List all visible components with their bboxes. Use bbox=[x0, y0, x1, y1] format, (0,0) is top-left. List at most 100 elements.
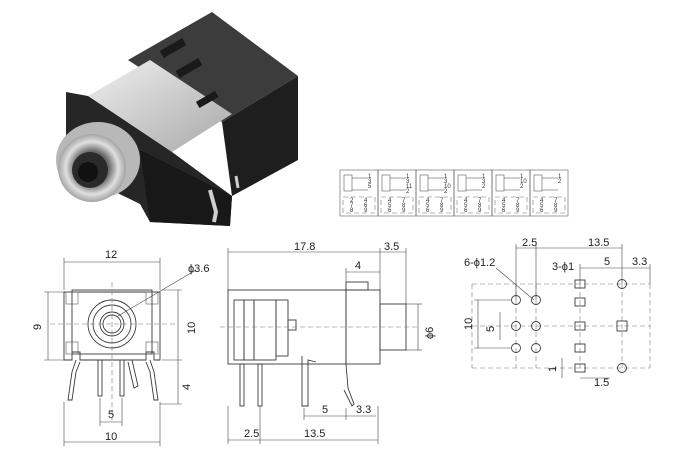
side-nose-label: 3.5 bbox=[384, 241, 399, 253]
side-base-span-label: 13.5 bbox=[304, 428, 325, 440]
schematic-pin-label: 9 bbox=[364, 208, 368, 214]
schematic-pin-label: 1 bbox=[482, 174, 486, 180]
pcb-y-small-label: 1 bbox=[547, 366, 559, 372]
front-height-right-label: 10 bbox=[186, 322, 198, 334]
pcb-y-mid-label: 5 bbox=[485, 326, 497, 332]
pcb-round-hole bbox=[511, 321, 521, 331]
side-base-left-label: 2.5 bbox=[244, 428, 259, 440]
front-width-bottom-label: 10 bbox=[105, 431, 117, 443]
schematic-pin-label: 9 bbox=[402, 208, 406, 214]
schematic-pin-label: 6 bbox=[388, 208, 392, 214]
schematic-pin-label: 3 bbox=[368, 179, 372, 185]
pcb-slot bbox=[574, 363, 586, 373]
schematic-pin-label: 6 bbox=[540, 208, 544, 214]
schematic-pin-label: 5 bbox=[426, 203, 430, 209]
schematic-pin-label: 10 bbox=[444, 184, 451, 190]
schematic-pin-label: 2 bbox=[406, 189, 410, 195]
schematic-pin-label: 9 bbox=[516, 208, 520, 214]
schematic-pin-label: 1 bbox=[406, 174, 410, 180]
side-view: 17.8 3.5 4 ϕ6 5 3.3 2.5 13.5 bbox=[220, 241, 436, 444]
schematic-pin-label: 4 bbox=[540, 198, 544, 204]
schematic-switch-box bbox=[532, 196, 566, 214]
schematic-pin-label: 3 bbox=[406, 179, 410, 185]
pcb-layout: 2.5 13.5 6-ϕ1.2 3-ϕ1 5 3.3 10 5 1 1.5 bbox=[463, 237, 651, 389]
schematic-pin-label: 8 bbox=[516, 203, 520, 209]
pcb-round-hole bbox=[531, 321, 541, 331]
schematic-pin-label: 2 bbox=[520, 184, 524, 190]
schematic-pin-label: 8 bbox=[478, 203, 482, 209]
schematic-pin-label: 2 bbox=[482, 184, 486, 190]
front-pin-pitch-label: 5 bbox=[108, 409, 114, 421]
schematic-pin-label: 2 bbox=[558, 179, 562, 185]
schematic-contact bbox=[343, 174, 353, 192]
schematic-pin-label: 7 bbox=[440, 198, 444, 204]
schematic-pin-label: 1 bbox=[558, 174, 562, 180]
front-view: 12 ϕ3.6 9 10 4 5 10 bbox=[32, 249, 209, 446]
schematic-pin-label: 1 bbox=[520, 174, 524, 180]
pcb-slots-label: 3-ϕ1 bbox=[552, 261, 574, 273]
schematic-pin-label: 8 bbox=[402, 203, 406, 209]
schematic-switch-box bbox=[418, 196, 452, 214]
schematic-pin-label: 7 bbox=[478, 198, 482, 204]
schematic-pin-label: 1 bbox=[368, 174, 372, 180]
schematic-pin-label: 8 bbox=[440, 203, 444, 209]
front-pin-len-label: 4 bbox=[181, 384, 193, 390]
schematic-pin-label: 3 bbox=[482, 179, 486, 185]
schematic-frame bbox=[339, 169, 379, 217]
schematic-pin-label: 8 bbox=[554, 203, 558, 209]
pcb-round-holes-label: 6-ϕ1.2 bbox=[464, 257, 495, 269]
schematic-frame bbox=[415, 169, 455, 217]
schematic-pin-label: 2 bbox=[350, 198, 354, 204]
schematic-pin-label: 4 bbox=[502, 198, 506, 204]
schematic-switch-box bbox=[494, 196, 528, 214]
schematic-pin-label: 10 bbox=[520, 179, 527, 185]
schematic-pin-label: 11 bbox=[406, 184, 413, 190]
side-nose-inner-label: 4 bbox=[355, 260, 361, 272]
pcb-x-total-label: 13.5 bbox=[588, 237, 609, 249]
front-width-top-label: 12 bbox=[105, 249, 117, 261]
schematic-switch-box bbox=[342, 196, 376, 214]
pcb-x-small-label: 1.5 bbox=[594, 377, 609, 389]
schematic-pin-label: 7 bbox=[350, 203, 354, 209]
schematic-contact bbox=[457, 174, 467, 192]
pcb-slot bbox=[616, 320, 628, 332]
schematic-pin-label: 4 bbox=[364, 198, 368, 204]
schematic-pin-label: 8 bbox=[350, 208, 354, 214]
schematic-frame bbox=[453, 169, 493, 217]
front-hole-dia-label: ϕ3.6 bbox=[188, 263, 209, 275]
schematic-pin-label: 7 bbox=[516, 198, 520, 204]
schematic-frame bbox=[491, 169, 531, 217]
schematic-pin-label: 5 bbox=[502, 203, 506, 209]
schematic-pin-label: 6 bbox=[464, 208, 468, 214]
pcb-round-hole bbox=[531, 343, 541, 353]
schematic-contact bbox=[533, 174, 543, 192]
product-photo bbox=[56, 12, 298, 226]
schematic-pin-label: 2 bbox=[444, 189, 448, 195]
schematic-pin-label: 9 bbox=[440, 208, 444, 214]
front-height-left-label: 9 bbox=[32, 324, 44, 330]
schematic-pin-label: 4 bbox=[426, 198, 430, 204]
schematic-pin-label: 9 bbox=[478, 208, 482, 214]
pcb-x-first-label: 2.5 bbox=[522, 237, 537, 249]
schematic-pin-label: 4 bbox=[464, 198, 468, 204]
schematic-pin-label: 9 bbox=[554, 208, 558, 214]
schematic-pin-label: 6 bbox=[502, 208, 506, 214]
schematic-pin-label: 5 bbox=[540, 203, 544, 209]
pcb-round-hole bbox=[617, 363, 627, 373]
schematic-switch-box bbox=[380, 196, 414, 214]
pcb-x-right-label: 3.3 bbox=[632, 256, 647, 268]
schematic-pin-label: 4 bbox=[388, 198, 392, 204]
schematic-pin-label: 5 bbox=[388, 203, 392, 209]
schematic-pin-label: 5 bbox=[368, 184, 372, 190]
schematic-pin-label: 7 bbox=[402, 198, 406, 204]
pcb-slot bbox=[574, 297, 586, 307]
schematic-pin-label: 1 bbox=[444, 174, 448, 180]
schematic-contact bbox=[419, 174, 429, 192]
schematic-pin-label: 3 bbox=[444, 179, 448, 185]
